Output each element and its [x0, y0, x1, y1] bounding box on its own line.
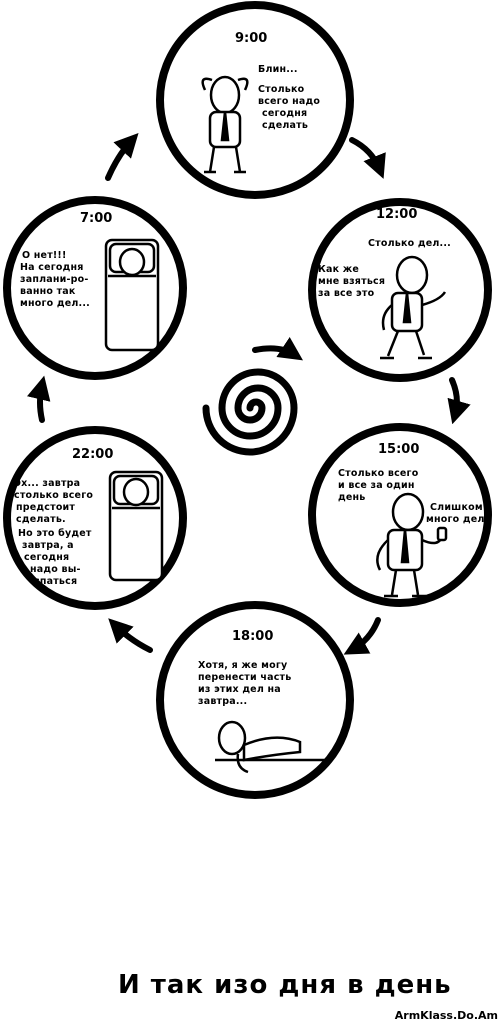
panel-9-time: 9:00: [235, 31, 267, 46]
character-15-icon: [376, 492, 448, 598]
svg-text:Эх... завтра: Эх... завтра: [14, 478, 80, 489]
svg-text:заплани-ро-: заплани-ро-: [20, 274, 89, 285]
panel-15-speech: Столько всего и все за один день Слишком…: [338, 468, 485, 525]
character-7-bed-icon: [104, 238, 160, 352]
character-18-icon: [215, 720, 325, 774]
arrow-12-to-15: [447, 377, 471, 425]
svg-text:за все это: за все это: [318, 288, 375, 299]
svg-text:сделать: сделать: [262, 120, 308, 131]
svg-text:завтра, а: завтра, а: [22, 540, 74, 551]
arrow-9-to-12: [349, 137, 386, 179]
svg-text:день: день: [338, 492, 366, 503]
svg-text:сегодня: сегодня: [262, 108, 307, 119]
svg-text:Хотя, я же могу: Хотя, я же могу: [198, 660, 288, 671]
panel-18-circle: [156, 601, 354, 799]
svg-text:сделать.: сделать.: [16, 514, 66, 525]
panel-9-speech: Блин... Столько всего надо сегодня сдела…: [258, 64, 320, 131]
character-12-icon: [380, 255, 447, 360]
arrow-18-to-22: [108, 618, 153, 653]
svg-text:предстоит: предстоит: [16, 502, 75, 513]
svg-text:всего надо: всего надо: [258, 96, 320, 107]
svg-text:и все за один: и все за один: [338, 480, 415, 491]
cycle-arrows: [27, 132, 471, 655]
panel-7-speech: О нет!!! На сегодня заплани-ро- ванно та…: [20, 250, 90, 309]
svg-text:много дел: много дел: [426, 514, 485, 525]
panel-12-circle: [308, 198, 492, 382]
svg-text:спаться: спаться: [34, 576, 77, 587]
panel-22-time: 22:00: [72, 447, 113, 462]
svg-text:Столько всего: Столько всего: [338, 468, 419, 479]
svg-text:Столько дел...: Столько дел...: [368, 238, 451, 249]
watermark: ArmKlass.Do.Am: [392, 1009, 500, 1022]
svg-text:Слишком: Слишком: [430, 502, 483, 513]
svg-text:надо вы-: надо вы-: [30, 564, 81, 575]
arrow-15-to-18: [343, 617, 381, 655]
svg-text:Но это будет: Но это будет: [18, 528, 92, 539]
svg-text:сегодня: сегодня: [24, 552, 69, 563]
svg-text:О нет!!!: О нет!!!: [22, 250, 67, 261]
spiral-icon: [202, 337, 303, 456]
svg-text:столько всего: столько всего: [14, 490, 93, 501]
svg-text:Столько: Столько: [258, 84, 305, 95]
svg-text:Блин...: Блин...: [258, 64, 298, 75]
svg-text:много дел...: много дел...: [20, 298, 90, 309]
svg-text:из этих дел на: из этих дел на: [198, 684, 281, 695]
character-9-icon: [201, 75, 249, 174]
svg-text:На сегодня: На сегодня: [20, 262, 84, 273]
svg-text:перенести часть: перенести часть: [198, 672, 291, 683]
panel-7-time: 7:00: [80, 211, 112, 226]
character-22-bed-icon: [108, 470, 164, 582]
svg-text:Как же: Как же: [318, 264, 359, 275]
arrow-22-to-7: [27, 375, 51, 423]
panel-9-circle: [156, 1, 354, 199]
panel-12-speech: Столько дел... Как же мне взяться за все…: [318, 238, 451, 299]
svg-text:завтра...: завтра...: [198, 696, 247, 707]
svg-text:мне взяться: мне взяться: [318, 276, 385, 287]
panel-12-time: 12:00: [376, 207, 417, 222]
svg-text:ванно так: ванно так: [20, 286, 76, 297]
panel-18-time: 18:00: [232, 629, 273, 644]
comic-caption: И так изо дня в день: [118, 970, 452, 1000]
arrow-7-to-9: [105, 132, 139, 181]
panel-18-speech: Хотя, я же могу перенести часть из этих …: [198, 660, 291, 707]
panel-15-time: 15:00: [378, 442, 419, 457]
panel-22-speech: Эх... завтра столько всего предстоит сде…: [14, 478, 93, 587]
